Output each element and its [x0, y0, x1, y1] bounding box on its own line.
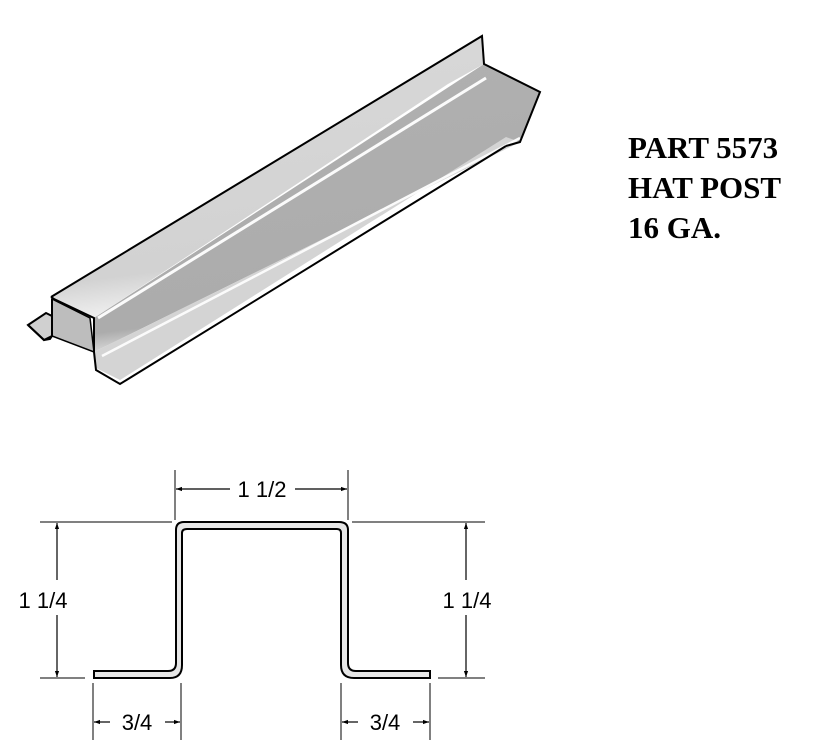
profile-view: 1 1/2 1 1/4 1 1/4 3/4 3/4 [19, 470, 492, 740]
dimension-top-width: 1 1/2 [176, 477, 347, 502]
left-height-label: 1 1/4 [19, 588, 68, 613]
upper-bend-highlight [97, 76, 487, 320]
right-flange-label: 3/4 [370, 710, 401, 735]
part-gauge: 16 GA. [628, 210, 721, 245]
bottom-flange-face [94, 137, 520, 380]
dimension-left-flange: 3/4 [94, 710, 180, 735]
top-edge-outline [50, 34, 542, 298]
dimension-left-height: 1 1/4 [19, 523, 68, 677]
dimension-right-height: 1 1/4 [443, 523, 492, 677]
left-flange-label: 3/4 [122, 710, 153, 735]
extension-lines [40, 470, 485, 740]
top-width-label: 1 1/2 [238, 477, 287, 502]
isometric-view [26, 34, 542, 386]
top-web-face [51, 36, 484, 318]
part-name: HAT POST [628, 170, 782, 205]
part-info-block: PART 5573 HAT POST 16 GA. [628, 128, 781, 248]
bottom-edge-outline [50, 145, 507, 386]
part-number: PART 5573 [628, 130, 779, 165]
hat-profile [93, 521, 431, 679]
right-height-label: 1 1/4 [443, 588, 492, 613]
dimension-right-flange: 3/4 [342, 710, 429, 735]
end-profile-outline [27, 299, 53, 342]
lower-bend-highlight [101, 136, 521, 358]
side-wall-face [94, 64, 540, 352]
